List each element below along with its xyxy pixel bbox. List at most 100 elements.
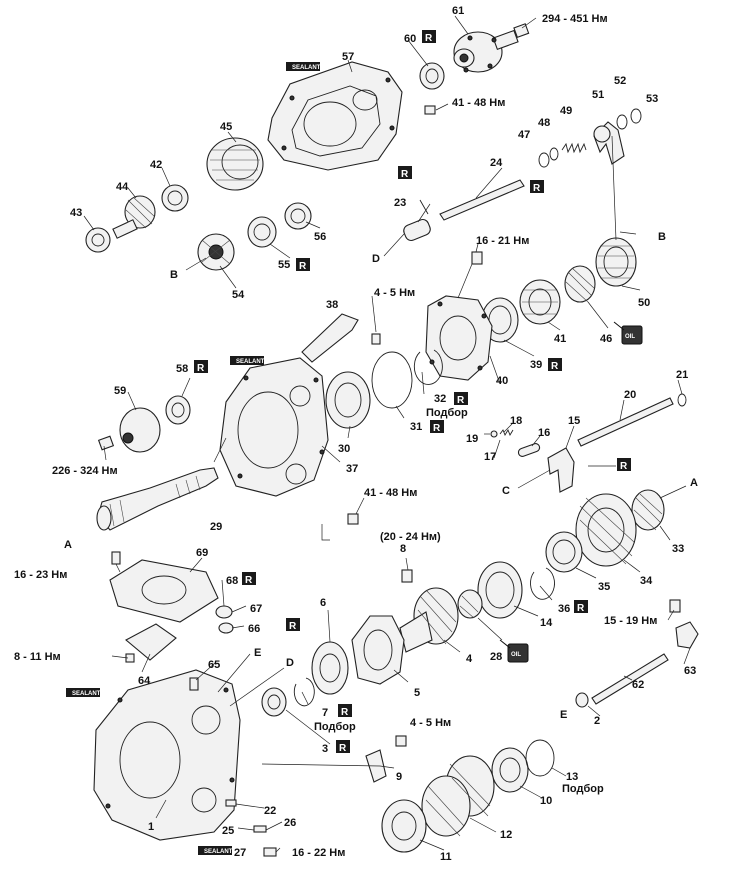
svg-text:R: R — [341, 707, 349, 718]
svg-text:R: R — [620, 461, 628, 472]
label-27: 27 — [234, 847, 246, 859]
torque-16a: 16 - 21 Нм — [476, 235, 529, 247]
selection-7: Подбор — [314, 721, 356, 733]
letter-e-lower: E — [560, 709, 567, 721]
label-68: 68 — [226, 575, 238, 587]
part-41-hub — [519, 279, 561, 325]
part-10-bearing — [491, 747, 529, 793]
svg-text:R: R — [289, 621, 297, 632]
sealant-icon: SEALANT — [230, 356, 265, 365]
part-35-sync-ring — [545, 531, 583, 573]
part-31-ring — [371, 351, 413, 409]
letter-b-right: B — [658, 231, 666, 243]
label-25: 25 — [222, 825, 234, 837]
label-66: 66 — [248, 623, 260, 635]
part-69-cover — [109, 559, 219, 623]
label-38: 38 — [326, 299, 338, 311]
part-5-plate — [351, 615, 405, 685]
label-32: 32 — [434, 393, 446, 405]
part-46-needle-bearing — [564, 265, 596, 303]
badge-r: R — [242, 572, 256, 586]
label-18: 18 — [510, 415, 522, 427]
label-16: 16 — [538, 427, 550, 439]
svg-text:OIL: OIL — [511, 652, 521, 658]
svg-text:R: R — [433, 423, 441, 434]
label-29: 29 — [210, 521, 222, 533]
part-48-ring — [549, 147, 559, 161]
label-15: 15 — [568, 415, 580, 427]
bolt-icons — [111, 105, 681, 747]
torque-69: 16 - 23 Нм — [14, 569, 67, 581]
letter-d-upper: D — [372, 253, 380, 265]
label-65: 65 — [208, 659, 220, 671]
label-24: 24 — [490, 157, 503, 169]
label-46: 46 — [600, 333, 612, 345]
part-15-shift-fork — [547, 447, 575, 493]
label-54: 54 — [232, 289, 245, 301]
part-23-sleeve — [403, 218, 431, 242]
label-59: 59 — [114, 385, 126, 397]
part-22-26-27-fasteners — [225, 799, 277, 857]
oil-can-icon: OIL — [499, 639, 529, 663]
label-33: 33 — [672, 543, 684, 555]
part-11-bearing — [381, 799, 427, 853]
label-23: 23 — [394, 197, 406, 209]
part-28-needle-bearing — [457, 589, 483, 619]
label-58: 58 — [176, 363, 188, 375]
label-49: 49 — [560, 105, 572, 117]
oil-icons: OIL OIL — [499, 321, 643, 663]
label-48: 48 — [538, 117, 550, 129]
selection-13: Подбор — [562, 783, 604, 795]
label-1: 1 — [148, 821, 154, 833]
part-30-bearing — [325, 371, 371, 429]
part-12-cluster-gear — [421, 755, 495, 837]
letter-c-mid: C — [502, 485, 510, 497]
letter-a-left: A — [64, 539, 72, 551]
label-57: 57 — [342, 51, 354, 63]
label-31: 31 — [410, 421, 422, 433]
selection-32: Подбор — [426, 407, 468, 419]
part-1-main-housing — [93, 669, 241, 841]
part-56-spacer — [284, 202, 312, 230]
label-35: 35 — [598, 581, 610, 593]
svg-text:R: R — [401, 169, 409, 180]
letter-d-lower: D — [286, 657, 294, 669]
label-52: 52 — [614, 75, 626, 87]
label-11: 11 — [440, 851, 452, 863]
label-44: 44 — [116, 181, 129, 193]
label-42: 42 — [150, 159, 162, 171]
part-29-output-shaft — [96, 467, 219, 531]
part-44-gear — [112, 195, 156, 239]
part-24-shift-rail — [419, 179, 525, 221]
label-61: 61 — [452, 5, 464, 17]
part-34-gear — [575, 493, 637, 567]
svg-text:R: R — [457, 395, 465, 406]
svg-text:SEALANT: SEALANT — [204, 849, 233, 855]
svg-text:R: R — [339, 743, 347, 754]
letter-b-upper: B — [170, 269, 178, 281]
badge-r: R — [296, 258, 310, 272]
svg-text:R: R — [197, 363, 205, 374]
svg-text:SEALANT: SEALANT — [292, 65, 321, 71]
badge-r: R — [617, 458, 631, 472]
torque-37: 41 - 48 Нм — [364, 487, 417, 499]
letter-a-right: A — [690, 477, 698, 489]
label-69: 69 — [196, 547, 208, 559]
label-26: 26 — [284, 817, 296, 829]
label-64: 64 — [138, 675, 151, 687]
badge-r: R — [530, 180, 544, 194]
svg-text:OIL: OIL — [625, 334, 635, 340]
selection-labels: Подбор Подбор Подбор — [314, 407, 604, 795]
part-52-ring — [616, 114, 628, 130]
part-2-ring — [575, 692, 589, 708]
label-40: 40 — [496, 375, 508, 387]
label-8: 8 — [400, 543, 406, 555]
part-42-bearing — [161, 184, 189, 212]
label-12: 12 — [500, 829, 512, 841]
torque-8: (20 - 24 Нм) — [380, 531, 441, 543]
torque-59: 226 - 324 Нм — [52, 465, 118, 477]
part-49-spring — [561, 142, 587, 154]
label-62: 62 — [632, 679, 644, 691]
